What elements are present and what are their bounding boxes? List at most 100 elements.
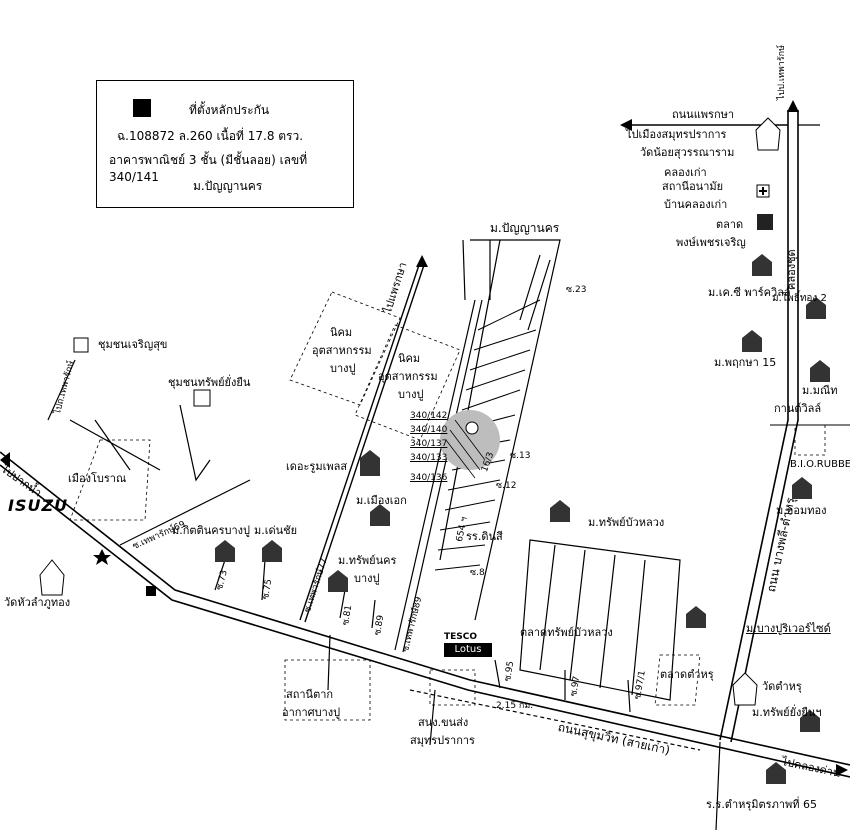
isuzu-logo: ISUZU bbox=[8, 496, 69, 515]
star-icon bbox=[93, 549, 111, 565]
soi-69-north bbox=[179, 404, 211, 482]
parcel-340-137: 340/137 bbox=[410, 439, 448, 449]
label-wat-hualamphu: วัดหัวลำภูทอง bbox=[4, 596, 71, 609]
label-ror-tamru: ร.ร.ตำหรุมิตรภาพที่ 65 bbox=[706, 798, 818, 811]
label-khlong-kao: คลองเก่า bbox=[664, 166, 707, 179]
bangphli-road-line-a bbox=[719, 110, 789, 741]
label-sup-bualuang: ม.ทรัพย์บัวหลวง bbox=[588, 516, 665, 529]
soi-23: ซ.23 bbox=[566, 285, 587, 295]
road-khlong-chut: คลองชุด bbox=[785, 249, 798, 290]
parcel-340-136: 340/136 bbox=[410, 473, 448, 483]
label-omthong: ม.ออมทอง bbox=[776, 504, 827, 517]
soi-89-road-b bbox=[402, 299, 483, 653]
tesco-lotus-logo: TESCO Lotus bbox=[444, 632, 492, 658]
hospital-cross-icon bbox=[756, 184, 770, 198]
sukhumvit-road-line-a bbox=[0, 451, 850, 766]
label-bio: B.I.O.RUBBER bbox=[790, 459, 850, 470]
label-phothong: ม.โพธิ์ทอง 2 bbox=[772, 293, 827, 304]
house-icon bbox=[742, 330, 762, 352]
praeksa-road-a bbox=[299, 261, 421, 621]
panya-street-3 bbox=[519, 254, 541, 321]
left-road-2 bbox=[94, 419, 131, 471]
label-panya-top: ม.ปัญญานคร bbox=[490, 221, 560, 235]
bangphli-south bbox=[715, 741, 721, 830]
label-supsuk: ชุมชนทรัพย์ยั่งยืน bbox=[168, 376, 251, 389]
house-icon bbox=[328, 570, 348, 592]
arrow-west-paknam-icon bbox=[0, 452, 10, 468]
label-manee-b: กานต์วิลล์ bbox=[774, 402, 822, 415]
parcel-340-133: 340/133 bbox=[410, 453, 448, 463]
legend-marker-icon bbox=[133, 99, 151, 117]
label-anamai-a: สถานีอนามัย bbox=[662, 180, 724, 193]
label-phruksa: ม.พฤกษา 15 bbox=[714, 356, 777, 369]
tesco-label: TESCO bbox=[444, 632, 478, 642]
house-icon bbox=[215, 540, 235, 562]
arrow-north-icon bbox=[787, 100, 799, 112]
label-kit-nakhon: ม.กิตตินครบางปู bbox=[172, 524, 250, 537]
label-dechai: ม.เด่นชัย bbox=[254, 524, 298, 537]
house-icon bbox=[792, 477, 812, 499]
station-connector bbox=[327, 634, 331, 691]
label-nikhom1-c: บางปู bbox=[330, 362, 356, 375]
label-sup-nakhon-a: ม.ทรัพย์นคร bbox=[338, 554, 397, 567]
parcel-340-140: 340/140 bbox=[410, 425, 448, 435]
label-nikhom2-a: นิคม bbox=[398, 352, 421, 365]
supsuk-box-icon bbox=[193, 389, 211, 407]
house-icon bbox=[810, 360, 830, 382]
left-road-1 bbox=[69, 419, 161, 471]
label-muang-boran: เมืองโบราณ bbox=[68, 472, 127, 485]
label-wat-tamru: วัดตำหรุ bbox=[762, 680, 802, 693]
charoensuk-box-icon bbox=[73, 337, 89, 353]
lotus-label: Lotus bbox=[444, 643, 492, 657]
soi-13: ซ.13 bbox=[510, 451, 531, 461]
label-mkc: ม.เค.ซี พาร์ควิลล์ bbox=[708, 286, 791, 299]
label-charoensuk: ชุมชนเจริญสุข bbox=[98, 338, 168, 351]
house-icon bbox=[370, 504, 390, 526]
distance-label: 2.15 กม. bbox=[496, 701, 534, 711]
label-theroomplus: เดอะรูมเพลส bbox=[286, 460, 348, 473]
label-sathani-b: อากาศบางปู bbox=[282, 706, 341, 719]
house-icon bbox=[686, 606, 706, 628]
label-wat-noi: วัดน้อยสุวรรณาราม bbox=[640, 146, 735, 159]
sanong-zone bbox=[429, 669, 476, 706]
arrow-north-praeksa-icon bbox=[416, 255, 428, 267]
factory-icon bbox=[146, 586, 156, 596]
house-icon bbox=[806, 297, 826, 319]
house-icon bbox=[800, 710, 820, 732]
market-icon bbox=[757, 214, 773, 230]
label-sup-nakhon-b: บางปู bbox=[354, 572, 380, 585]
legend-box: ที่ตั้งหลักประกัน ฉ.108872 ล.260 เนื้อที… bbox=[96, 80, 354, 208]
label-nikhom2-b: อุตสาหกรรม bbox=[378, 370, 438, 383]
label-muang-ek: ม.เมืองเอก bbox=[356, 494, 407, 507]
label-sanong-b: สมุทรปราการ bbox=[410, 734, 475, 747]
label-talad-sup: ตลาดทรัพย์บัวหลวง bbox=[520, 626, 613, 639]
soi-8: ซ.8 bbox=[470, 568, 485, 578]
label-bangpu-river: ม.บางปูริเวอร์ไซด์ bbox=[746, 622, 831, 635]
parcel-340-142: 340/142 bbox=[410, 411, 448, 421]
station-zone bbox=[284, 659, 371, 721]
legend-deed: ฉ.108872 ล.260 เนื้อที่ 17.8 ตรว. bbox=[117, 129, 304, 143]
arrow-east-icon bbox=[836, 764, 848, 776]
road-to-samut: ไปเมืองสมุทรปราการ bbox=[626, 128, 727, 141]
bualuang-block bbox=[519, 539, 681, 701]
distance-line bbox=[409, 689, 701, 751]
label-sathani-a: สถานีตาก bbox=[286, 688, 334, 701]
panya-street-4 bbox=[527, 259, 551, 331]
legend-title: ที่ตั้งหลักประกัน bbox=[189, 103, 270, 117]
road-to-ptt: ไปป.เทพารักษ์ bbox=[777, 44, 787, 100]
label-manee-a: ม.มณีท bbox=[802, 384, 838, 397]
house-icon bbox=[752, 254, 772, 276]
building-icon bbox=[360, 450, 380, 476]
soi-12: ซ.12 bbox=[496, 481, 517, 491]
sanong-connector bbox=[429, 689, 436, 746]
soi-89-road-a bbox=[394, 299, 476, 651]
label-nikhom1-b: อุตสาหกรรม bbox=[312, 344, 372, 357]
label-talad-tamru: ตลาดตำหรุ bbox=[660, 668, 714, 681]
school-icon bbox=[766, 762, 786, 784]
house-icon bbox=[550, 500, 570, 522]
praeksa-road-b bbox=[304, 261, 426, 623]
legend-building: อาคารพาณิชย์ 3 ชั้น (มีชั้นลอย) เลขที่ 3… bbox=[109, 153, 308, 184]
legend-village: ม.ปัญญานคร bbox=[193, 179, 263, 193]
label-ror-dinsi: รร.ดินสี bbox=[466, 530, 503, 543]
